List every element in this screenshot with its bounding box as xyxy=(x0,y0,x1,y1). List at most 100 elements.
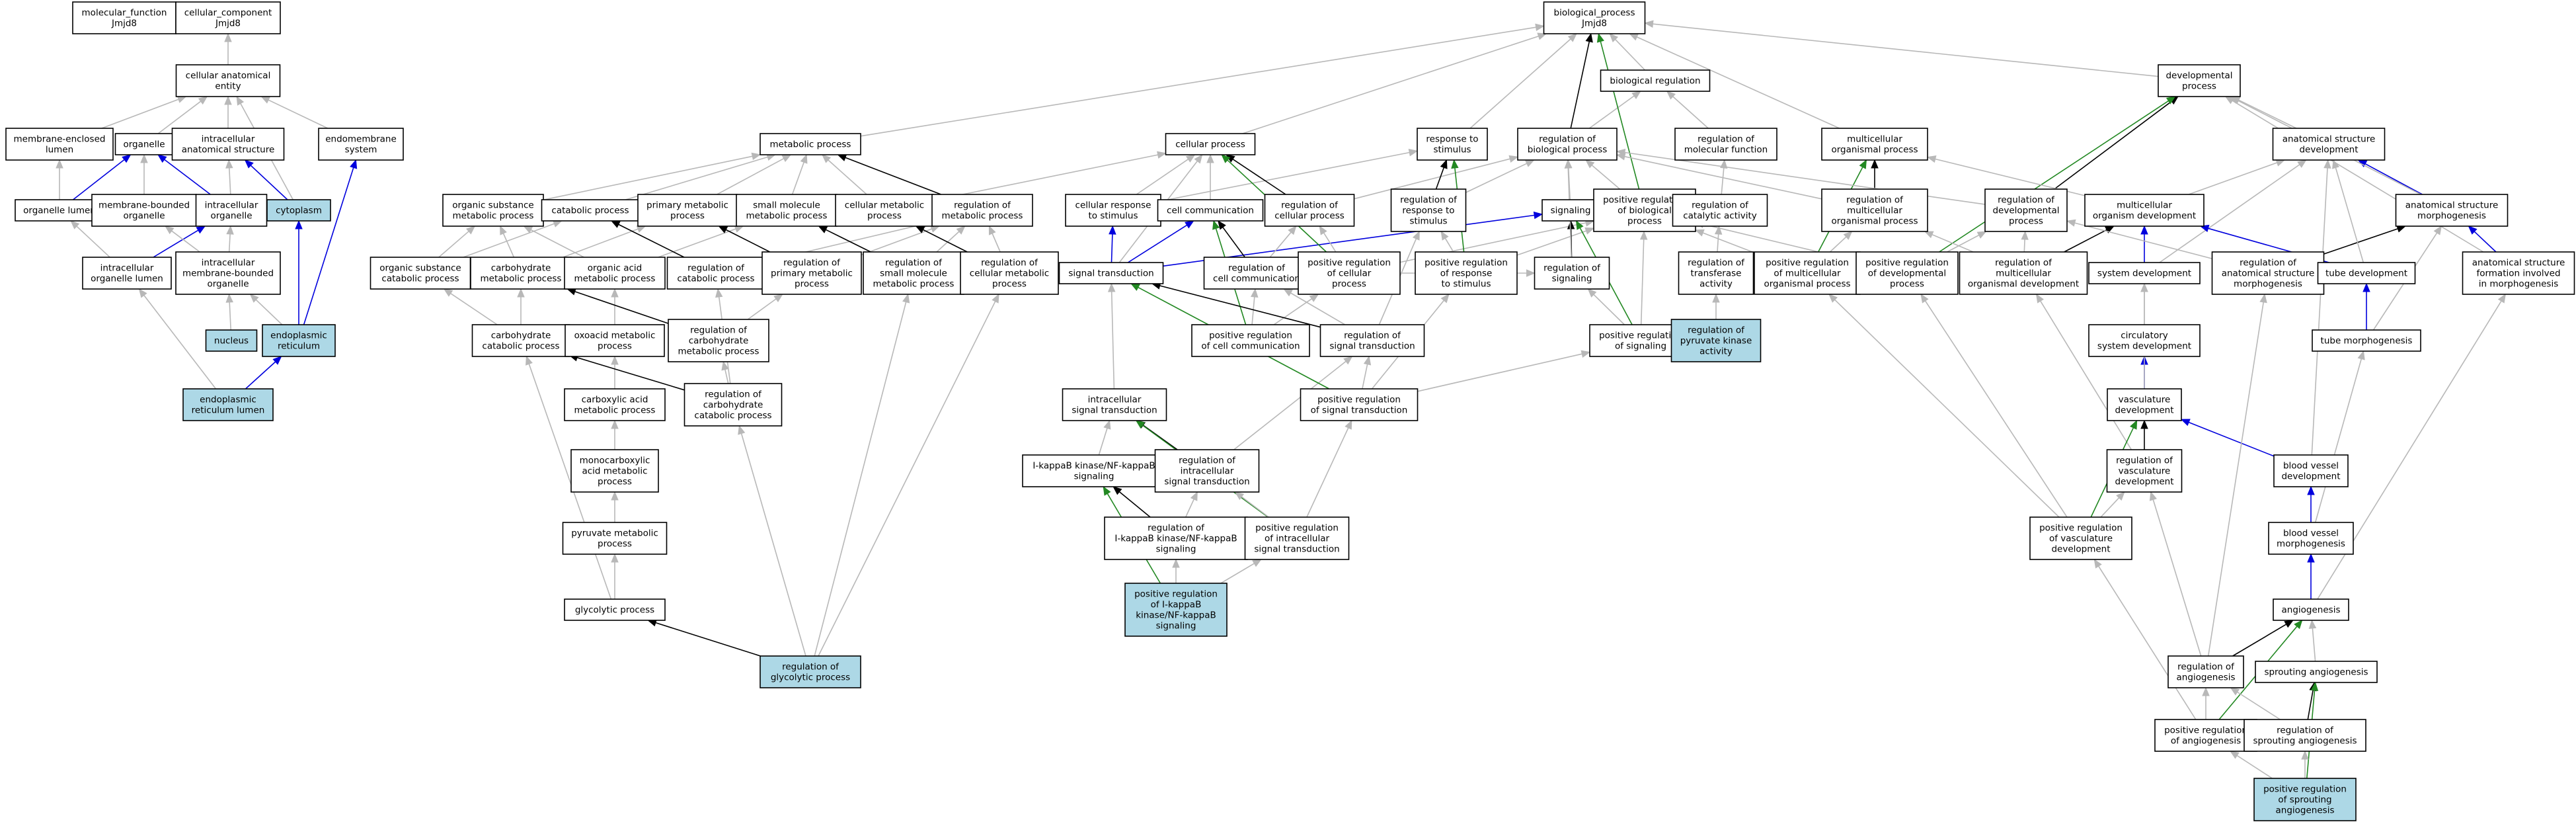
node-label-line: multicellular xyxy=(1847,134,1902,145)
go-term-node-ang[interactable]: angiogenesis xyxy=(2273,598,2349,621)
go-term-node-cp[interactable]: cellular process xyxy=(1165,133,1256,155)
edge-line xyxy=(992,233,1001,253)
node-label-line: positive regulation xyxy=(2164,725,2247,736)
go-term-node-roikk[interactable]: regulation ofI-kappaB kinase/NF-kappaBsi… xyxy=(1104,516,1248,560)
go-term-node-tm[interactable]: tube morphogenesis xyxy=(2312,329,2421,352)
go-term-node-orgl[interactable]: organelle lumen xyxy=(15,199,104,222)
go-term-node-st[interactable]: signal transduction xyxy=(1058,262,1164,284)
go-term-node-br[interactable]: biological regulation xyxy=(1600,69,1711,92)
edge-line xyxy=(1932,233,1974,253)
go-term-node-sig[interactable]: signaling xyxy=(1542,199,1600,222)
go-term-node-sa[interactable]: sprouting angiogenesis xyxy=(2255,661,2378,683)
edge-line xyxy=(2335,167,2364,263)
go-term-node-org[interactable]: organelle xyxy=(114,133,174,155)
go-term-node-catp[interactable]: catabolic process xyxy=(541,199,640,222)
go-term-node-nuc[interactable]: nucleus xyxy=(205,329,258,352)
go-term-node-cyto[interactable]: cytoplasm xyxy=(266,199,331,222)
node-label-line: carbohydrate xyxy=(491,263,551,274)
go-term-node-td[interactable]: tube development xyxy=(2317,262,2416,284)
go-term-node-ccom[interactable]: cell communication xyxy=(1157,199,1264,222)
go-term-node-sysd[interactable]: system development xyxy=(2088,262,2201,284)
go-term-node-mp[interactable]: metabolic process xyxy=(760,133,861,155)
go-term-node-glyp[interactable]: glycolytic process xyxy=(564,598,666,621)
